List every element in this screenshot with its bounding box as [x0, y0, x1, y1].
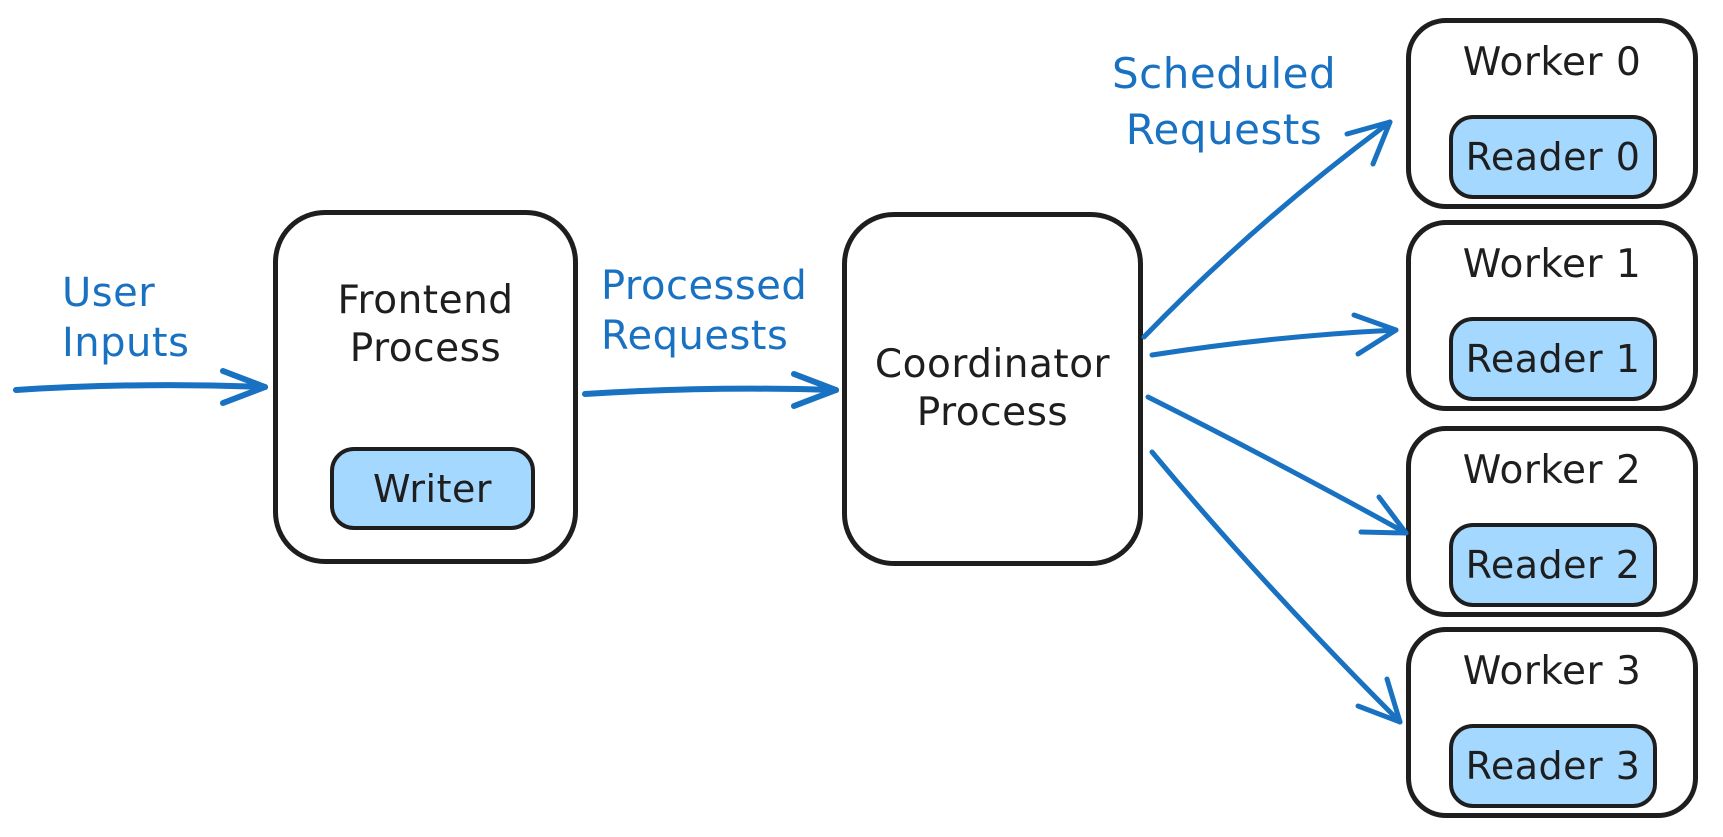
reader-2-label: Reader 2	[1465, 543, 1641, 587]
reader-2-chip: Reader 2	[1449, 523, 1657, 607]
scheduled-requests-label: Scheduled Requests	[1112, 49, 1337, 154]
user-inputs-label: User Inputs	[62, 270, 190, 366]
reader-1-label: Reader 1	[1465, 337, 1641, 381]
coordinator-process-title: Coordinator Process	[874, 342, 1111, 435]
scheduled-arrow-worker-1	[1149, 312, 1399, 358]
scheduled-arrow-worker-2	[1145, 394, 1409, 536]
worker-1-card: Worker 1 Reader 1	[1406, 220, 1698, 411]
frontend-process-title: Frontend Process	[337, 278, 514, 371]
scheduled-arrow-worker-3	[1149, 449, 1403, 725]
processed-requests-label: Processed Requests	[601, 263, 808, 359]
coordinator-process-box: Coordinator Process	[842, 212, 1143, 566]
reader-3-label: Reader 3	[1465, 744, 1641, 788]
frontend-process-box: Frontend Process Writer	[273, 210, 578, 564]
user-inputs-arrow	[13, 368, 268, 406]
writer-chip: Writer	[330, 447, 535, 530]
writer-chip-label: Writer	[373, 466, 492, 511]
processed-requests-arrow	[582, 371, 839, 409]
reader-1-chip: Reader 1	[1449, 317, 1657, 401]
worker-3-card: Worker 3 Reader 3	[1406, 627, 1698, 818]
reader-0-label: Reader 0	[1465, 135, 1641, 179]
worker-2-title: Worker 2	[1462, 448, 1642, 493]
worker-1-title: Worker 1	[1462, 242, 1642, 287]
worker-0-card: Worker 0 Reader 0	[1406, 18, 1698, 209]
reader-3-chip: Reader 3	[1449, 724, 1657, 808]
reader-0-chip: Reader 0	[1449, 115, 1657, 199]
worker-0-title: Worker 0	[1462, 40, 1642, 85]
worker-3-title: Worker 3	[1462, 649, 1642, 694]
worker-2-card: Worker 2 Reader 2	[1406, 426, 1698, 617]
